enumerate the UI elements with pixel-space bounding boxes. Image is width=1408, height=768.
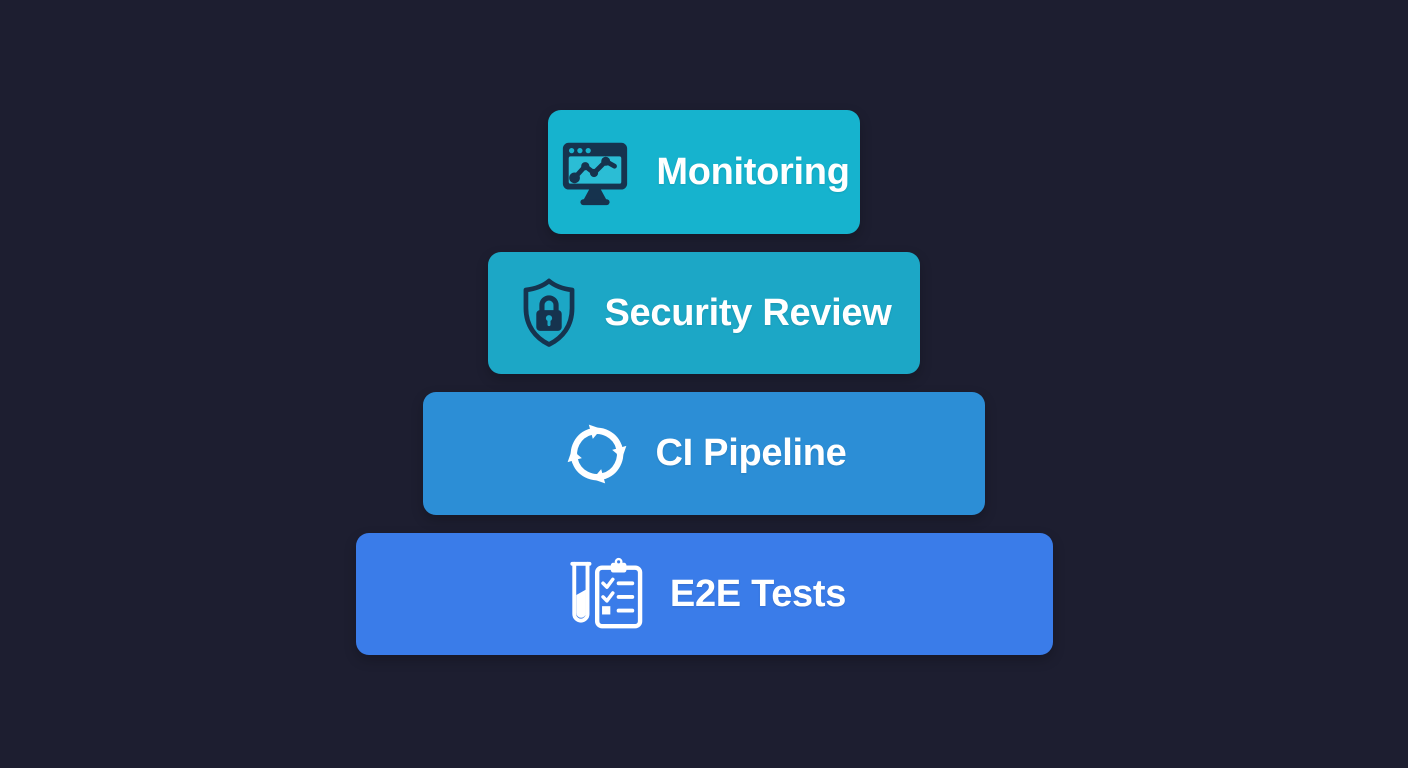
level-label: Security Review bbox=[604, 291, 892, 334]
level-label: CI Pipeline bbox=[655, 432, 847, 474]
pyramid-level-ci-pipeline: CI Pipeline bbox=[423, 392, 985, 515]
monitor-chart-icon bbox=[558, 135, 632, 209]
pyramid-level-e2e-tests: E2E Tests bbox=[355, 533, 1053, 655]
pyramid-stack: Monitoring Security Review bbox=[0, 110, 1408, 655]
level-label: E2E Tests bbox=[669, 572, 847, 615]
shield-lock-icon bbox=[517, 276, 581, 350]
pyramid-level-monitoring: Monitoring bbox=[548, 110, 860, 234]
level-label: Monitoring bbox=[656, 150, 850, 193]
test-checklist-icon bbox=[562, 555, 646, 633]
pyramid-level-security-review: Security Review bbox=[488, 252, 920, 374]
cycle-arrows-icon bbox=[562, 419, 632, 489]
